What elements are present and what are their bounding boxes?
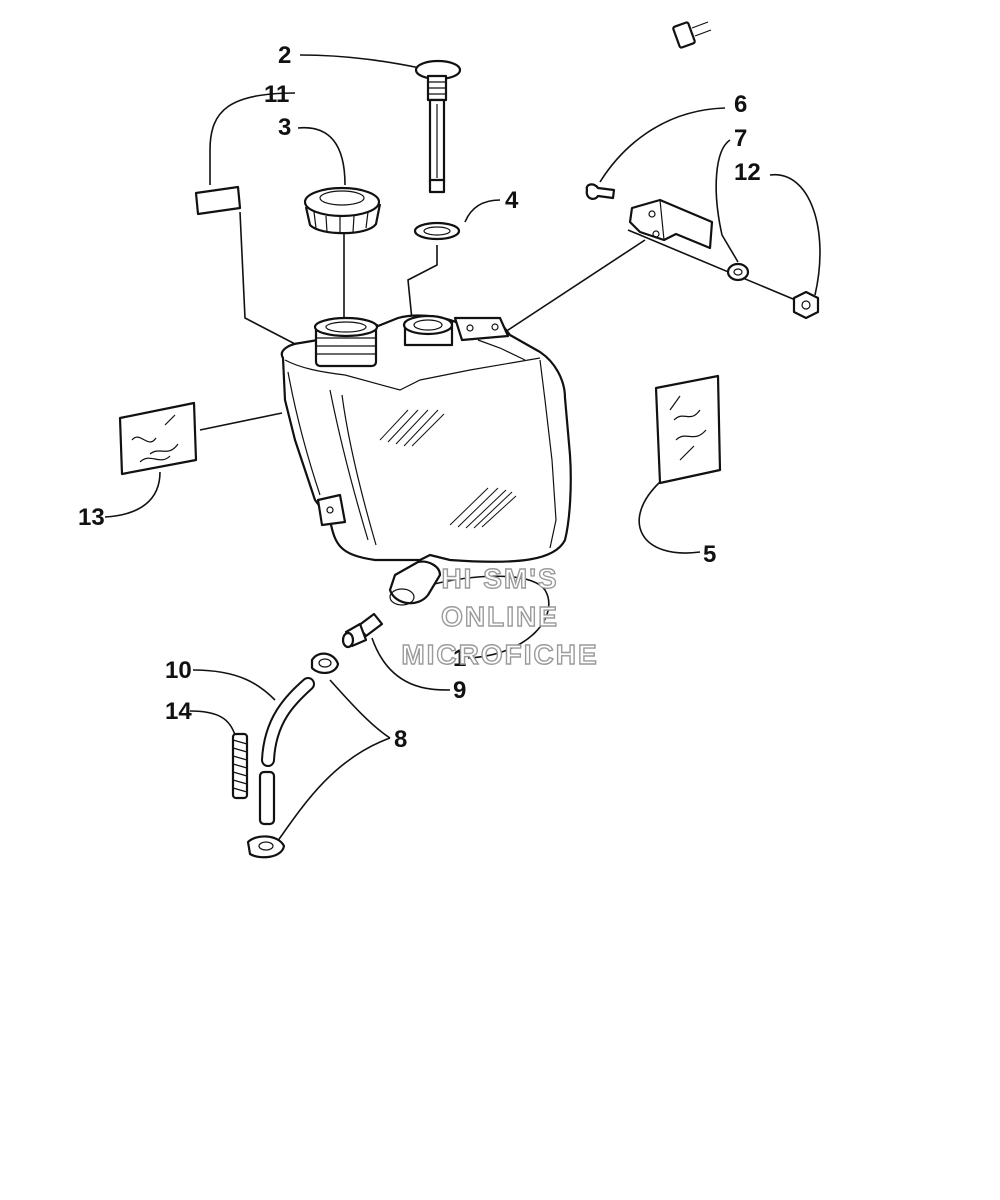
callout-12: 12 xyxy=(734,159,761,186)
gasket-ring xyxy=(413,221,461,241)
warning-decal-right xyxy=(654,374,722,485)
callout-14: 14 xyxy=(165,698,192,725)
outlet-fittings xyxy=(341,612,384,649)
callout-5: 5 xyxy=(703,541,716,568)
leader-lines xyxy=(104,54,821,853)
callout-13: 13 xyxy=(78,504,105,531)
small-decal xyxy=(194,185,242,216)
callout-4: 4 xyxy=(505,187,519,214)
watermark-line-1: HI SM'S xyxy=(441,563,558,594)
filler-cap xyxy=(303,186,382,235)
oil-level-sender xyxy=(414,16,712,194)
mounting-hardware xyxy=(585,183,820,320)
watermark: HI SM'S ONLINE MICROFICHE xyxy=(401,562,598,670)
hose-clamps xyxy=(246,652,340,859)
callout-6: 6 xyxy=(734,91,747,118)
oil-hose xyxy=(258,677,315,826)
callout-2: 2 xyxy=(278,42,291,69)
callout-7: 7 xyxy=(734,125,747,152)
callout-11: 11 xyxy=(264,81,289,108)
oil-tank xyxy=(280,314,572,606)
coil-spring xyxy=(231,732,249,800)
watermark-line-2: ONLINE xyxy=(441,601,559,632)
watermark-line-3: MICROFICHE xyxy=(401,639,598,670)
callout-10: 10 xyxy=(165,657,192,684)
callout-3: 3 xyxy=(278,114,291,141)
callout-8: 8 xyxy=(394,726,407,753)
callout-9: 9 xyxy=(453,677,466,704)
callout-1: 1 xyxy=(453,645,466,672)
callout-labels: 1 2 3 4 5 6 7 8 9 10 11 12 13 14 xyxy=(78,42,761,753)
warning-decal-left xyxy=(118,401,198,476)
